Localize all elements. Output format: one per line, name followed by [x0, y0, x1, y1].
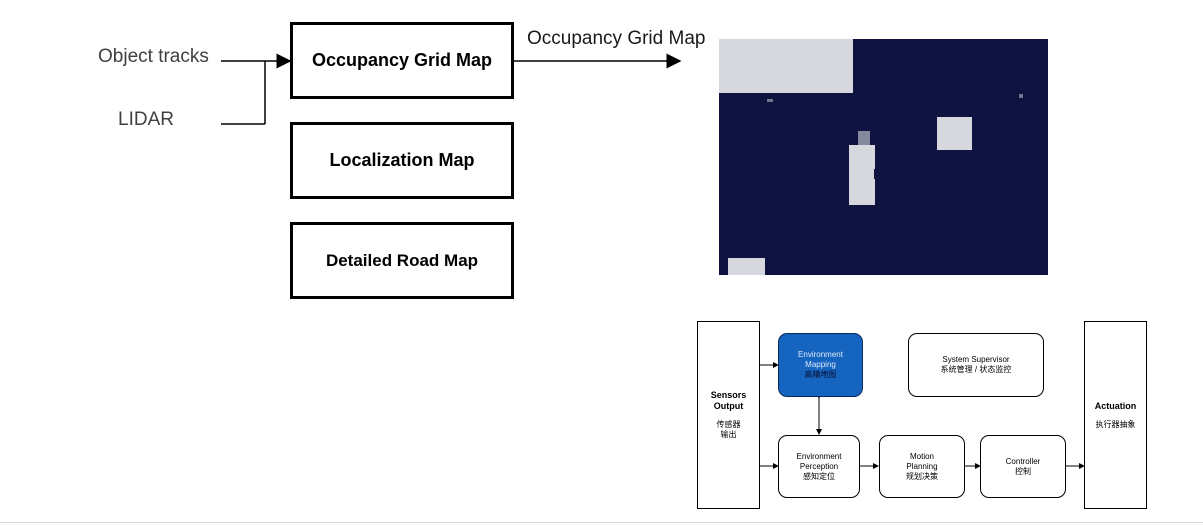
- detailed-road-map-box: Detailed Road Map: [290, 222, 514, 299]
- env-perception-zh: 感知定位: [803, 471, 835, 481]
- localization-map-box: Localization Map: [290, 122, 514, 199]
- detailed-road-map-label: Detailed Road Map: [325, 250, 479, 270]
- input-lidar: LIDAR: [118, 109, 174, 130]
- system-supervisor-box: System Supervisor 系统管理 / 状态监控: [908, 333, 1044, 397]
- environment-perception-box: Environment Perception 感知定位: [778, 435, 860, 498]
- occupied-cell: [1019, 94, 1023, 98]
- controller-zh: 控制: [1015, 466, 1031, 476]
- sensors-title-2: Output: [713, 401, 744, 411]
- sensors-zh-1: 传感器: [716, 420, 741, 429]
- supervisor-line1: System Supervisor: [942, 355, 1010, 364]
- supervisor-zh: 系统管理 / 状态监控: [940, 365, 1012, 374]
- localization-map-label: Localization Map: [329, 150, 475, 170]
- output-label: Occupancy Grid Map: [527, 28, 706, 49]
- free-cell: [874, 169, 880, 179]
- occupied-cell: [937, 117, 972, 150]
- actuation-zh: 执行器抽象: [1095, 419, 1136, 429]
- env-perception-line1: Environment: [796, 451, 842, 461]
- occupied-cell: [728, 258, 765, 275]
- sensors-title-1: Sensors: [710, 390, 747, 400]
- occupied-cell: [719, 39, 853, 93]
- occupancy-grid-image: [719, 39, 1048, 275]
- sensors-output-box: Sensors Output 传感器 输出: [697, 321, 760, 509]
- actuation-box: Actuation 执行器抽象: [1084, 321, 1147, 509]
- controller-line1: Controller: [1005, 456, 1041, 466]
- occupied-cell: [858, 131, 870, 145]
- motion-line1: Motion: [909, 451, 934, 461]
- environment-mapping-box: Environment Mapping 高精地图: [778, 333, 863, 397]
- occupancy-grid-map-label: Occupancy Grid Map: [311, 50, 493, 70]
- controller-box: Controller 控制: [980, 435, 1066, 498]
- sensors-zh-2: 输出: [720, 430, 737, 439]
- occupancy-grid-map-box: Occupancy Grid Map: [290, 22, 514, 99]
- motion-zh: 规划决策: [906, 471, 938, 481]
- env-perception-line2: Perception: [799, 461, 839, 471]
- motion-line2: Planning: [906, 461, 938, 471]
- occupied-cell: [767, 99, 773, 102]
- motion-planning-box: Motion Planning 规划决策: [879, 435, 965, 498]
- env-mapping-line2: Mapping: [805, 360, 836, 369]
- actuation-title: Actuation: [1094, 400, 1137, 411]
- env-mapping-line1: Environment: [798, 350, 843, 359]
- env-mapping-zh: 高精地图: [804, 370, 837, 379]
- occupied-cell: [849, 145, 875, 205]
- divider: [0, 522, 1203, 523]
- input-object-tracks: Object tracks: [98, 46, 209, 67]
